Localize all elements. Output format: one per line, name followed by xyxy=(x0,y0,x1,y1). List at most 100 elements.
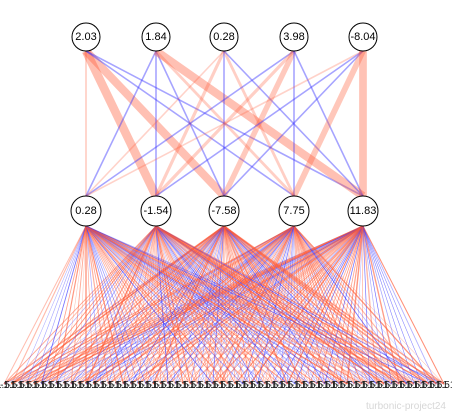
input-node-label: -1.51 xyxy=(119,380,142,391)
input-node-label: -1.51 xyxy=(433,380,452,391)
edge-input-51-mid-4 xyxy=(362,225,385,385)
edge-input-19-mid-4 xyxy=(145,225,364,385)
edge-input-43-mid-1 xyxy=(155,225,325,385)
edge-input-28-mid-3 xyxy=(212,225,295,385)
input-node-label: -1.51 xyxy=(134,380,157,391)
edge-input-44-mid-0 xyxy=(85,225,333,385)
edge-input-26-mid-0 xyxy=(85,225,199,385)
edge-input-25-mid-0 xyxy=(85,225,191,385)
edge-input-50-mid-1 xyxy=(155,225,378,385)
edge-input-37-mid-1 xyxy=(155,225,281,385)
input-node-label: -1.51 xyxy=(60,380,83,391)
edge-input-51-mid-0 xyxy=(85,225,385,385)
edge-input-59-mid-0 xyxy=(85,225,445,385)
edge-input-18-mid-1 xyxy=(137,225,157,385)
edge-input-35-mid-4 xyxy=(264,225,364,385)
input-node-label: -1.51 xyxy=(224,380,247,391)
edge-input-32-mid-4 xyxy=(242,225,364,385)
edge-input-54-mid-0 xyxy=(85,225,407,385)
input-label-strip: -1.51-1.51-1.51-1.51-1.51-1.51-1.51-1.51… xyxy=(0,380,452,391)
input-node-label: -1.51 xyxy=(246,380,269,391)
edge-input-24-mid-0 xyxy=(85,225,184,385)
edge-input-16-mid-1 xyxy=(122,225,157,385)
input-node-label: -1.51 xyxy=(105,380,128,391)
edge-input-59-mid-2 xyxy=(223,225,445,385)
edge-input-30-mid-2 xyxy=(223,225,228,385)
middle-node-5: 11.83 xyxy=(347,195,379,227)
edge-input-59-mid-1 xyxy=(155,225,445,385)
input-node-label: -1.51 xyxy=(127,380,150,391)
middle-node-1-label: 0.28 xyxy=(75,205,96,217)
edge-input-45-mid-0 xyxy=(85,225,340,385)
edge-input-50-mid-3 xyxy=(293,225,378,385)
edge-input-40-mid-0 xyxy=(85,225,303,385)
input-node-label: -1.51 xyxy=(209,380,232,391)
edge-top-1-mid-2 xyxy=(155,50,225,197)
edge-input-35-mid-0 xyxy=(85,225,266,385)
edge-top-2-mid-4 xyxy=(223,50,364,197)
input-node-label: -1.51 xyxy=(149,380,172,391)
edge-input-16-mid-0 xyxy=(85,225,124,385)
input-node-label: -1.51 xyxy=(403,380,426,391)
edge-input-1-mid-0 xyxy=(10,225,87,385)
edge-input-37-mid-0 xyxy=(85,225,281,385)
edge-input-47-mid-2 xyxy=(223,225,355,385)
edge-input-34-mid-0 xyxy=(85,225,258,385)
edge-input-43-mid-0 xyxy=(85,225,325,385)
edge-input-47-mid-3 xyxy=(293,225,355,385)
middle-node-4: 7.75 xyxy=(278,195,310,227)
edge-input-54-mid-4 xyxy=(362,225,408,385)
edge-input-38-mid-4 xyxy=(286,225,364,385)
edge-input-9-mid-1 xyxy=(70,225,157,385)
edge-input-51-mid-3 xyxy=(293,225,385,385)
middle-node-3-label: -7.58 xyxy=(211,205,236,217)
edge-top-4-mid-1 xyxy=(155,50,364,197)
edge-input-36-mid-4 xyxy=(272,225,364,385)
input-node-label: -1.51 xyxy=(67,380,90,391)
edge-input-53-mid-0 xyxy=(85,225,400,385)
edge-input-58-mid-2 xyxy=(223,225,437,385)
edge-input-13-mid-1 xyxy=(100,225,157,385)
edge-input-14-mid-4 xyxy=(108,225,364,385)
edge-input-15-mid-0 xyxy=(85,225,117,385)
edge-input-30-mid-4 xyxy=(227,225,364,385)
middle-node-3: -7.58 xyxy=(208,195,240,227)
edge-input-40-mid-3 xyxy=(293,225,303,385)
edge-input-56-mid-1 xyxy=(155,225,422,385)
edge-input-41-mid-0 xyxy=(85,225,310,385)
edge-input-2-mid-1 xyxy=(18,225,157,385)
edge-input-38-mid-0 xyxy=(85,225,288,385)
edge-input-48-mid-4 xyxy=(361,225,364,385)
edge-input-30-mid-0 xyxy=(85,225,229,385)
top-node-1: 2.03 xyxy=(71,22,101,52)
input-node-label: -1.51 xyxy=(269,380,292,391)
edge-input-33-mid-1 xyxy=(155,225,251,385)
input-node-label: -1.51 xyxy=(276,380,299,391)
edge-input-34-mid-1 xyxy=(155,225,258,385)
edge-input-36-mid-0 xyxy=(85,225,273,385)
edge-input-59-mid-3 xyxy=(293,225,445,385)
input-node-label: -1.51 xyxy=(90,380,113,391)
edge-input-24-mid-3 xyxy=(182,225,295,385)
edge-top-0-mid-2 xyxy=(83,48,227,199)
top-node-5: -8.04 xyxy=(348,22,378,52)
edge-input-47-mid-4 xyxy=(354,225,364,385)
edge-input-42-mid-3 xyxy=(293,225,318,385)
edge-input-55-mid-4 xyxy=(362,225,415,385)
edge-input-12-mid-1 xyxy=(92,225,157,385)
edge-input-27-mid-2 xyxy=(204,225,225,385)
edge-input-21-mid-3 xyxy=(160,225,295,385)
input-node-label: -1.51 xyxy=(231,380,254,391)
edge-input-28-mid-0 xyxy=(85,225,214,385)
middle-node-5-label: 11.83 xyxy=(350,205,377,217)
edge-input-15-mid-4 xyxy=(115,225,364,385)
edge-input-46-mid-0 xyxy=(85,225,348,385)
edge-input-2-mid-0 xyxy=(18,225,87,385)
edge-input-4-mid-2 xyxy=(33,225,225,385)
input-node-label: -1.51 xyxy=(410,380,433,391)
edge-input-42-mid-4 xyxy=(316,225,364,385)
input-node-label: -1.51 xyxy=(306,380,329,391)
input-node-label: -1.51 xyxy=(194,380,217,391)
top-node-2: 1.84 xyxy=(141,22,171,52)
edge-input-45-mid-4 xyxy=(339,225,364,385)
